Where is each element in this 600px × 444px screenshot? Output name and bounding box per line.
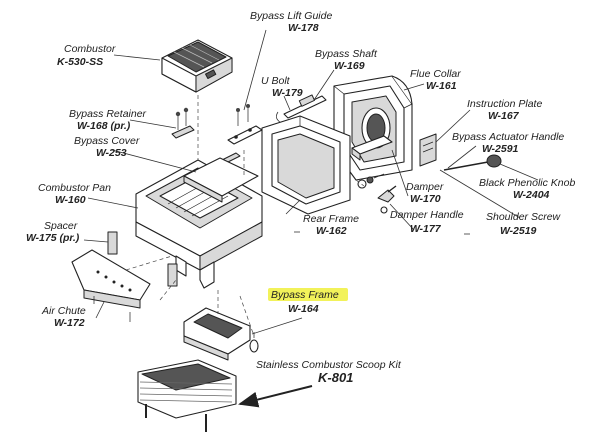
spacer-drawing — [107, 231, 178, 287]
bypass-actuator-handle-part: W-2591 — [482, 143, 519, 155]
scoop-kit-drawing — [137, 359, 237, 432]
scoop-kit-part: K-801 — [318, 370, 353, 385]
combustor-pan-part: W-160 — [55, 194, 86, 206]
combustor-drawing — [161, 39, 233, 93]
rear-frame-part: W-162 — [316, 225, 347, 237]
combustor-name: Combustor — [64, 43, 116, 55]
combustor-pan-name: Combustor Pan — [38, 182, 111, 194]
air-chute-drawing — [71, 249, 151, 322]
flue-collar-part: W-161 — [426, 80, 457, 92]
bypass-frame-name: Bypass Frame — [271, 289, 339, 301]
spacer-part: W-175 (pr.) — [26, 232, 80, 244]
bypass-frame-part: W-164 — [288, 303, 319, 315]
spacer-name: Spacer — [44, 220, 78, 232]
bypass-retainer-name: Bypass Retainer — [69, 108, 147, 120]
instruction-plate-name: Instruction Plate — [467, 98, 542, 110]
shoulder-screw-part: W-2519 — [500, 225, 537, 237]
leader-lines — [83, 29, 539, 335]
damper-name: Damper — [406, 181, 444, 193]
damper-drawing — [351, 135, 393, 161]
bypass-frame-drawing — [183, 307, 259, 361]
damper-handle-part: W-177 — [410, 223, 442, 235]
black-phenolic-knob-name: Black Phenolic Knob — [479, 177, 575, 189]
bypass-retainer-drawing — [171, 107, 195, 139]
rear-frame-drawing — [261, 115, 351, 215]
bypass-shaft-name: Bypass Shaft — [315, 48, 378, 60]
instruction-plate-part: W-167 — [488, 110, 520, 122]
damper-part: W-170 — [410, 193, 441, 205]
air-chute-part: W-172 — [54, 317, 85, 329]
flue-collar-name: Flue Collar — [410, 68, 461, 80]
combustor-pan-drawing — [135, 157, 263, 289]
bypass-shaft-drawing — [276, 94, 327, 123]
instruction-plate-drawing — [419, 133, 437, 167]
shoulder-screw-name: Shoulder Screw — [486, 211, 562, 223]
bypass-cover-name: Bypass Cover — [74, 135, 140, 147]
air-chute-name: Air Chute — [41, 305, 86, 317]
bypass-retainer-part: W-168 (pr.) — [77, 120, 131, 132]
u-bolt-part: W-179 — [272, 87, 303, 99]
bypass-shaft-part: W-169 — [334, 60, 365, 72]
combustor-part: K-530-SS — [57, 56, 103, 68]
bypass-cover-part: W-253 — [96, 147, 127, 159]
scoop-kit-name: Stainless Combustor Scoop Kit — [256, 359, 402, 371]
bypass-actuator-handle-name: Bypass Actuator Handle — [452, 131, 564, 143]
scoop-kit-arrow — [238, 385, 313, 408]
bypass-lift-guide-drawing — [221, 104, 263, 164]
bypass-actuator-handle-drawing — [443, 154, 502, 171]
assembly-lines — [125, 95, 365, 337]
bypass-lift-guide-part: W-178 — [288, 22, 319, 34]
damper-handle-drawing — [357, 173, 397, 214]
bypass-lift-guide-name: Bypass Lift Guide — [250, 10, 332, 22]
black-phenolic-knob-part: W-2404 — [513, 189, 550, 201]
damper-handle-name: Damper Handle — [390, 209, 464, 221]
rear-frame-name: Rear Frame — [303, 213, 359, 225]
u-bolt-name: U Bolt — [261, 75, 291, 87]
bypass-frame-highlight — [268, 288, 348, 301]
